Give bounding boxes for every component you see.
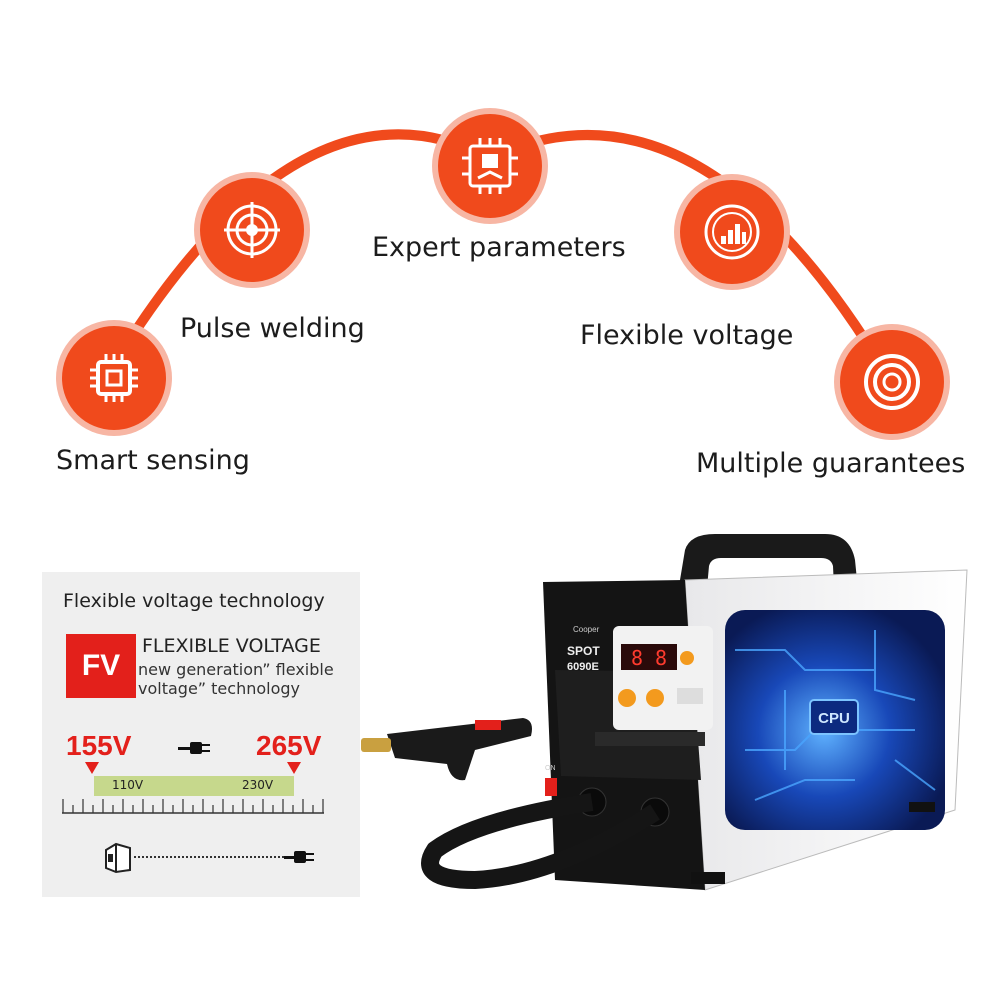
brand-label: Cooper: [573, 625, 600, 634]
feature-label-flexible-voltage: Flexible voltage: [580, 320, 794, 351]
voltage-panel-title: Flexible voltage technology: [63, 590, 325, 612]
cpu-icon: [462, 138, 518, 194]
svg-text:8: 8: [655, 646, 667, 670]
control-knob-right: [646, 689, 664, 707]
svg-text:6090E: 6090E: [567, 661, 599, 673]
cable-line: [134, 856, 284, 858]
carry-handle: [675, 534, 860, 610]
chip-icon: [90, 354, 138, 402]
expert-parameters-badge: [438, 114, 542, 218]
multiple-guarantees-badge: [840, 330, 944, 434]
plug-icon: [178, 742, 210, 754]
max-voltage-marker: [287, 762, 301, 774]
flexible-voltage-badge: [680, 180, 784, 284]
min-voltage-marker: [85, 762, 99, 774]
fv-badge: FV: [66, 634, 136, 698]
digital-display: [621, 644, 677, 670]
voltage-range-bar: [94, 776, 294, 796]
rings-icon: [864, 354, 920, 410]
svg-text:8: 8: [631, 646, 643, 670]
welding-gun: [387, 718, 532, 781]
feature-label-pulse-welding: Pulse welding: [180, 313, 365, 344]
cpu-label: CPU: [818, 710, 850, 727]
feature-label-expert-parameters: Expert parameters: [372, 232, 626, 263]
welder-icon: [105, 842, 131, 874]
feature-label-multiple-guarantees: Multiple guarantees: [696, 448, 966, 479]
pulse-welding-badge: [200, 178, 304, 282]
feature-label-smart-sensing: Smart sensing: [56, 445, 250, 476]
power-plug-icon: [284, 851, 314, 863]
range-high-label: 230V: [242, 778, 274, 792]
model-label: SPOT: [567, 644, 600, 658]
range-low-label: 110V: [112, 778, 144, 792]
power-switch: [545, 778, 557, 796]
switch-label: ON: [545, 765, 556, 772]
function-icon-strip: [595, 732, 705, 746]
target-icon: [224, 202, 280, 258]
spot-welder-illustration: CPU Cooper SPOT 6090E 8 8 ON: [361, 534, 968, 891]
welding-cable: [421, 793, 660, 890]
chart-icon: [704, 204, 760, 260]
control-panel: [613, 626, 713, 730]
control-knob-left: [618, 689, 636, 707]
flexible-voltage-heading: FLEXIBLE VOLTAGE: [142, 635, 321, 657]
voltage-scale: [62, 799, 324, 814]
brass-tip: [361, 738, 391, 752]
flexible-voltage-subtitle: new generation” flexible voltage” techno…: [138, 660, 334, 698]
max-voltage: 265V: [256, 730, 322, 761]
voltage-panel: Flexible voltage technology FV FLEXIBLE …: [42, 572, 360, 897]
min-voltage: 155V: [66, 730, 132, 761]
smart-sensing-badge: [62, 326, 166, 430]
